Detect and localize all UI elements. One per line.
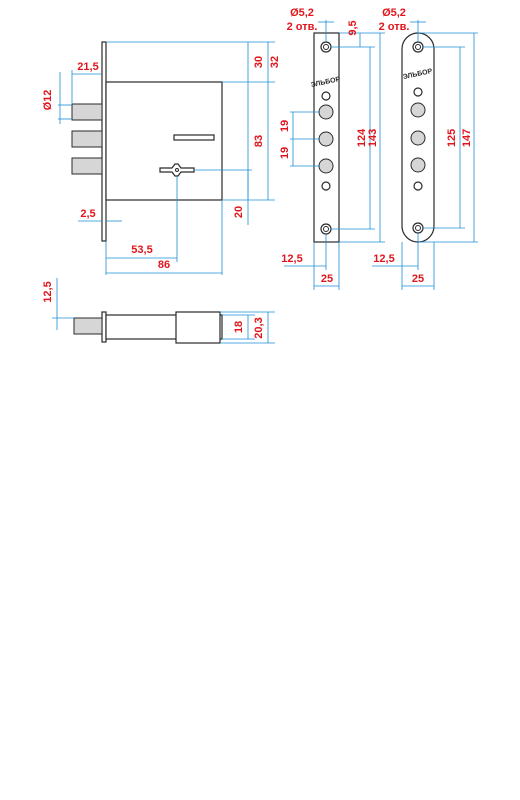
lock-side-view: 12,5 18 20,3 xyxy=(42,278,275,344)
bolt-top xyxy=(71,103,103,121)
strike-plate-2-small-hole-bottom xyxy=(413,181,423,191)
strike-plate-1-dimension-lines xyxy=(284,20,385,290)
strike-plate-2-bolt-hole-2 xyxy=(410,130,426,146)
strike-plate-1-small-hole-bottom xyxy=(321,181,331,191)
sp2-width: 25 xyxy=(412,273,424,285)
bolt-bottom xyxy=(71,157,103,175)
sp2-hole-spacing: 125 xyxy=(446,129,458,147)
sp1-hole-diameter: Ø5,2 xyxy=(290,7,314,19)
front-view-labels: Ø12 21,5 30 32 83 20 2,5 53,5 86 xyxy=(42,56,281,271)
sp2-half-width: 12,5 xyxy=(373,253,394,265)
strike-plate-2-mount-hole-top xyxy=(412,41,424,53)
sp1-offset: 9,5 xyxy=(347,20,359,35)
sp1-half-width: 12,5 xyxy=(281,253,302,265)
dim-side-bolt: 12,5 xyxy=(42,281,54,302)
dim-backset: 53,5 xyxy=(131,244,152,256)
dim-bolt-span: 83 xyxy=(253,135,265,147)
strike-plate-1: ЭЛЬБОР xyxy=(310,32,341,243)
side-bolt xyxy=(73,317,103,335)
sp1-length: 143 xyxy=(367,129,379,147)
dim-side-total: 20,3 xyxy=(253,317,265,338)
sp2-length: 147 xyxy=(461,129,473,147)
strike-plate-2-small-hole-top xyxy=(413,87,423,97)
dim-top-total: 32 xyxy=(269,56,281,68)
lock-body xyxy=(105,81,223,201)
strike-plate-2-mount-hole-bottom xyxy=(412,222,424,234)
keyhole xyxy=(159,163,195,177)
strike-plate-2-dimension-lines xyxy=(372,20,478,290)
strike-plate-2-labels: Ø5,2 2 отв. 125 147 12,5 25 xyxy=(373,7,473,285)
strike-plate-1-bolt-hole-3 xyxy=(318,158,334,174)
strike-plate-2-bolt-hole-3 xyxy=(410,157,426,173)
bolt-middle xyxy=(71,130,103,148)
strike-plate-1-mount-hole-bottom xyxy=(320,223,332,235)
sp2-hole-count: 2 отв. xyxy=(379,21,410,33)
sp1-hole-count: 2 отв. xyxy=(287,21,318,33)
dim-bottom-offset: 20 xyxy=(233,206,245,218)
dim-plate-thickness: 2,5 xyxy=(80,208,95,220)
strike-plate-1-small-hole-top xyxy=(321,91,331,101)
strike-plate-1-bolt-hole-1 xyxy=(318,104,334,120)
sp2-hole-diameter: Ø5,2 xyxy=(382,7,406,19)
strike-plate-1-bolt-hole-2 xyxy=(318,131,334,147)
sp1-hole-spacing: 124 xyxy=(356,128,368,147)
strike-plate-1-labels: Ø5,2 2 отв. 9,5 19 19 124 143 12,5 25 xyxy=(279,7,379,285)
slot xyxy=(173,134,215,141)
dim-bolt-projection: 21,5 xyxy=(77,61,98,73)
dim-body-width: 86 xyxy=(158,259,170,271)
sp1-width: 25 xyxy=(321,273,333,285)
dim-bolt-diameter: Ø12 xyxy=(42,90,54,111)
side-cylinder-housing xyxy=(175,311,221,344)
strike-plate-1-mount-hole-top xyxy=(320,41,332,53)
lock-body-front-view xyxy=(71,41,223,242)
sp1-pitch-b: 19 xyxy=(279,147,291,159)
strike-plate-2-bolt-hole-1 xyxy=(410,102,426,118)
strike-plate-2: ЭЛЬБОР xyxy=(401,32,435,243)
dim-side-height: 18 xyxy=(233,321,245,333)
front-view-dimension-lines xyxy=(58,41,275,275)
sp1-pitch-a: 19 xyxy=(279,120,291,132)
dim-top-offset: 30 xyxy=(253,56,265,68)
